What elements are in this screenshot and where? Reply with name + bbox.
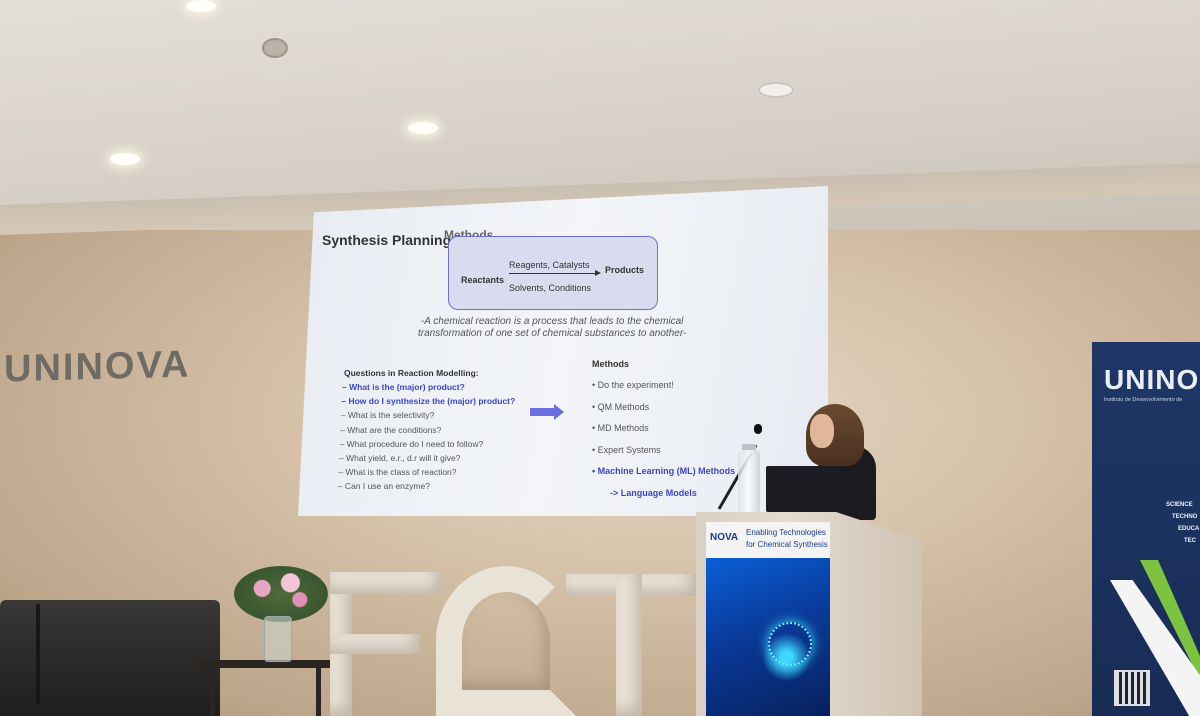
podium-banner: NOVA Enabling Technologies for Chemical … (706, 522, 830, 558)
laptop (766, 466, 840, 512)
side-table (198, 660, 330, 668)
definition-text: -A chemical reaction is a process that l… (418, 316, 686, 340)
question-item: – What is the (major) product? (342, 382, 465, 392)
reaction-box: Reactants Reagents, Catalysts Solvents, … (448, 236, 658, 310)
ceiling-light (408, 122, 438, 134)
glass-vase (264, 616, 292, 662)
definition-line: transformation of one set of chemical su… (418, 328, 687, 339)
definition-line: -A chemical reaction is a process that l… (420, 316, 684, 327)
event-title-line1: Enabling Technologies (746, 528, 826, 537)
question-item: – What is the selectivity? (340, 410, 435, 421)
sofa-seam (36, 604, 40, 704)
question-item: – What are the conditions? (340, 424, 442, 435)
wall-logo-uninova: UNINOVA (4, 343, 191, 391)
reagents-label: Reagents, Catalysts (509, 260, 590, 270)
question-item: – What yield, e.r., d.r will it give? (339, 453, 461, 463)
water-bottle (738, 450, 760, 512)
sofa (0, 600, 220, 716)
arrow-right-head-icon (554, 404, 564, 420)
nova-logo: NOVA (710, 532, 739, 543)
question-item: – What is the class of reaction? (338, 467, 457, 478)
letter-t-stem (616, 574, 642, 716)
letter-f-top (330, 572, 442, 594)
question-item: – Can I use an enzyme? (337, 481, 430, 492)
ceiling-light (110, 153, 140, 165)
banner-word: TEC (1184, 538, 1196, 544)
letter-f-mid (330, 634, 420, 654)
banner-logo: UNINO (1104, 364, 1200, 395)
method-item: • QM Methods (592, 401, 650, 412)
globe-icon (768, 622, 812, 666)
language-models-item: -> Language Models (610, 488, 697, 498)
arrow-right-icon (530, 408, 556, 416)
products-label: Products (605, 265, 645, 275)
method-item: • MD Methods (592, 423, 649, 433)
qr-code-icon (1114, 670, 1150, 706)
podium-display: NOVA Enabling Technologies for Chemical … (706, 522, 830, 716)
method-item: • Expert Systems (592, 444, 661, 455)
method-item: • Machine Learning (ML) Methods (592, 466, 736, 476)
solvents-label: Solvents, Conditions (509, 283, 592, 293)
reaction-arrow (509, 273, 597, 274)
bottle-cap (742, 444, 756, 454)
banner-word: EDUCA (1178, 526, 1200, 532)
slide-title: Synthesis Planning: (322, 232, 456, 248)
reaction-arrow-head-icon (595, 270, 601, 276)
ceiling-light (186, 0, 216, 12)
side-table-leg (316, 668, 321, 716)
flower-bouquet (234, 566, 328, 622)
letter-c (436, 566, 576, 716)
event-title-line2: for Chemical Synthesis (746, 540, 828, 549)
ceiling-light (758, 82, 794, 98)
microphone-icon (754, 424, 762, 434)
question-item: – How do I synthesize the (major) produc… (341, 396, 516, 407)
question-item: – What procedure do I need to follow? (339, 438, 484, 449)
banner-subtitle: Instituto de Desenvolvimento de (1104, 397, 1183, 403)
speaker-face (810, 414, 834, 448)
questions-header: Questions in Reaction Modelling: (344, 368, 479, 378)
method-item: • Do the experiment! (592, 380, 674, 390)
side-table-leg (210, 668, 215, 716)
smoke-detector (262, 38, 288, 58)
reactants-label: Reactants (461, 275, 505, 285)
methods-header: Methods (592, 359, 629, 369)
banner-word: TECHNO (1172, 514, 1198, 520)
banner-word: SCIENCE (1166, 502, 1193, 508)
